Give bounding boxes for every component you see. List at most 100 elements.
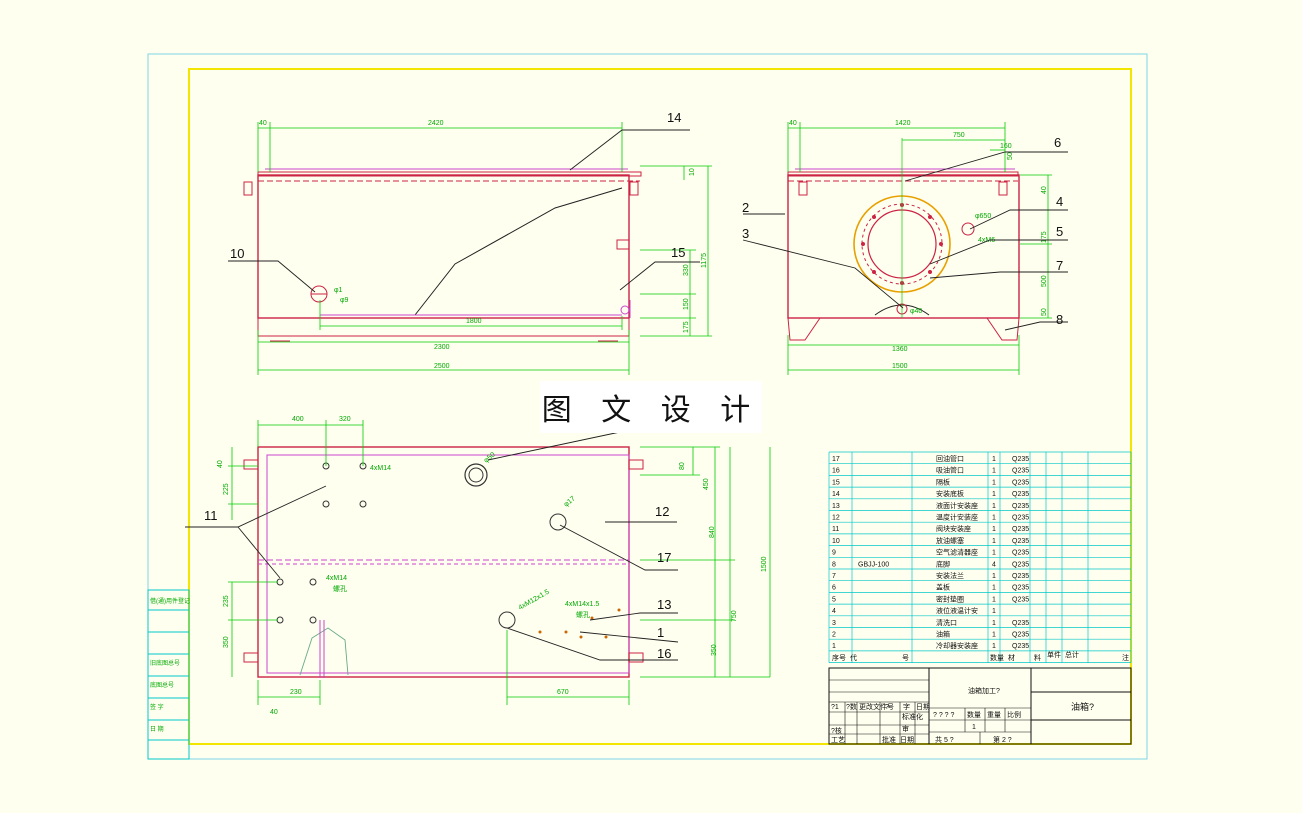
dim-top-840: 840: [709, 526, 716, 538]
callout-4: 4: [1056, 194, 1063, 209]
dim-side-40: 40: [789, 120, 797, 127]
dim-top-40: 40: [217, 460, 224, 468]
tb-qty-val: 1: [972, 724, 976, 731]
dim-front-175: 175: [683, 321, 690, 333]
bom-mat: Q235: [1012, 515, 1029, 522]
tb-date: 日期: [900, 736, 914, 744]
bom-qty: 1: [992, 538, 996, 545]
side-table-row-3: 签 字: [150, 703, 164, 711]
side-table-row-2: 底图总号: [150, 681, 174, 689]
tb-r1-4: 字: [903, 702, 910, 711]
bom-no: 16: [832, 468, 840, 475]
dim-top-225: 225: [223, 483, 230, 495]
title-block: 油箱加工? 油箱? ?1 ?数 更改文件号 ? 字 日期 标准化 审 ?核 工艺…: [828, 667, 1132, 745]
note-top-phi50: φ50: [483, 451, 497, 464]
dim-side-1360: 1360: [892, 346, 908, 353]
top-view: 400 320 40 225 80 450 840 1500 235 350 7…: [185, 416, 771, 716]
dim-side-160: 160: [1000, 143, 1012, 150]
title-center: 油箱加工?: [968, 686, 1000, 695]
dim-top-350: 350: [223, 636, 230, 648]
bom-mat: Q235: [1012, 596, 1029, 603]
tb-r1-1: ?数: [846, 702, 857, 711]
note-side-phi650: φ650: [975, 213, 991, 220]
callout-3: 3: [742, 226, 749, 241]
bom-no: 5: [832, 596, 836, 603]
dim-top-40b: 40: [270, 709, 278, 716]
bom-hdr-no: 序号: [832, 653, 846, 662]
bom-qty: 1: [992, 585, 996, 592]
callout-16: 16: [657, 646, 671, 661]
bom-name: 液面计安装座: [936, 501, 978, 510]
bom-no: 11: [832, 526, 839, 533]
bom-name: 冷却器安装座: [936, 641, 978, 650]
bom-no: 2: [832, 632, 836, 639]
dim-front-40: 40: [259, 120, 267, 127]
bom-qty: 1: [992, 596, 996, 603]
front-tank-outline: [257, 174, 630, 319]
tb-r1-2: 更改文件号: [859, 702, 894, 711]
callout-7: 7: [1056, 258, 1063, 273]
note-front-phi2: φ9: [340, 297, 349, 304]
callout-2: 2: [742, 200, 749, 215]
bom-hdr-w2: 总计: [1065, 650, 1079, 659]
dim-side-50b: 50: [1041, 308, 1048, 316]
bom-qty: 1: [992, 468, 996, 475]
side-table-row-4: 日 期: [150, 725, 164, 733]
tb-sheet-no: 第 2 ?: [993, 735, 1012, 744]
tb-pi: 批准: [882, 735, 896, 744]
bom-qty: 1: [992, 632, 996, 639]
bom-qty: 1: [992, 503, 996, 510]
dim-front-1175: 1175: [701, 253, 708, 268]
bom-qty: 1: [992, 550, 996, 557]
tb-sheets: 共 5 ?: [935, 735, 954, 744]
dim-side-50: 50: [1007, 152, 1014, 160]
dim-side-750: 750: [953, 132, 965, 139]
bom-qty: 1: [992, 526, 996, 533]
dim-front-2300: 2300: [434, 344, 450, 351]
bom-no: 10: [832, 538, 840, 545]
dim-front-150: 150: [683, 298, 690, 310]
bom-hdr-mat: 材: [1008, 653, 1015, 662]
callout-10: 10: [230, 246, 244, 261]
note-top-m14c-sub: 螺孔: [333, 584, 347, 593]
bom-name: 阀块安装座: [936, 524, 971, 533]
callout-1: 1: [657, 625, 664, 640]
bom-hdr-code2: 号: [902, 654, 909, 662]
dim-front-330: 330: [683, 264, 690, 276]
bom-code: GBJJ-100: [858, 561, 889, 568]
bom-no: 7: [832, 573, 836, 580]
bom-name: 底脚: [936, 559, 950, 568]
bom-qty: 1: [992, 456, 996, 463]
bom-mat: Q235: [1012, 550, 1029, 557]
callout-8: 8: [1056, 312, 1063, 327]
callout-6: 6: [1054, 135, 1061, 150]
callout-17: 17: [657, 550, 671, 565]
bom-qty: 4: [992, 561, 996, 568]
top-tank-outline: [257, 446, 630, 678]
bom-mat: Q235: [1012, 503, 1029, 510]
dim-top-1500: 1500: [761, 556, 768, 572]
bom-mat: Q235: [1012, 526, 1029, 533]
tb-std: 标准化: [902, 712, 923, 721]
callout-11: 11: [204, 508, 218, 523]
front-view: 40 2420 10 1175 330 150 175 1800 2300 25…: [228, 110, 712, 375]
bom-name: 空气滤清器座: [936, 548, 978, 557]
bom-no: 12: [832, 515, 840, 522]
bom-no: 17: [832, 456, 840, 463]
tb-qty-hdr: 数量: [967, 710, 981, 719]
bom-hdr-qty: 数量: [990, 653, 1004, 662]
bom-name: 油箱: [936, 630, 950, 639]
bom-qty: 1: [992, 479, 996, 486]
bom-name: 安装底板: [936, 489, 964, 498]
top-filler-port: [464, 463, 488, 487]
bom-no: 15: [832, 479, 840, 486]
bom-mat: Q235: [1012, 643, 1029, 650]
side-table-row-1: 旧底图总号: [150, 659, 180, 667]
tb-jihe: ?核: [831, 726, 842, 735]
front-top-plate: [257, 171, 642, 177]
bom-no: 14: [832, 491, 840, 498]
bom-qty: 1: [992, 620, 996, 627]
side-tank-outline: [787, 174, 1020, 319]
tb-stage: ? ? ? ?: [933, 712, 955, 719]
